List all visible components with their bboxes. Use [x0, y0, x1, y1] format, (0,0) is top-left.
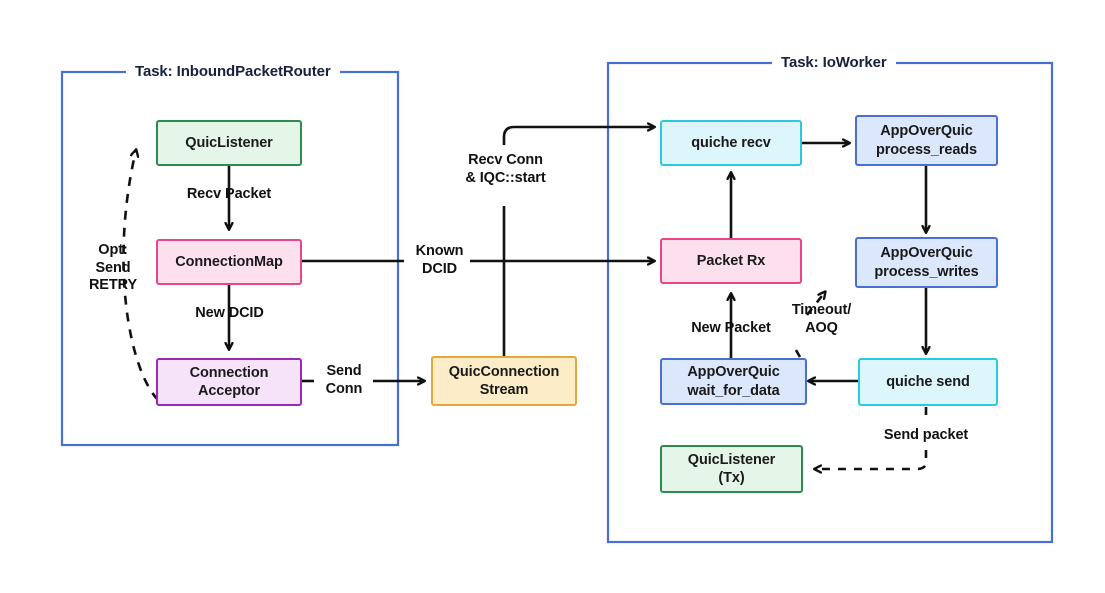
node-packet-rx[interactable]: Packet Rx	[660, 238, 802, 284]
node-quic-listener-tx[interactable]: QuicListener (Tx)	[660, 445, 803, 493]
node-quiche-send[interactable]: quiche send	[858, 358, 998, 406]
edge-label-new-dcid: New DCID	[195, 305, 264, 321]
node-process-writes[interactable]: AppOverQuic process_writes	[855, 237, 998, 288]
node-label: AppOverQuic process_reads	[875, 123, 978, 158]
node-label: Connection Acceptor	[189, 364, 269, 399]
node-label: quiche send	[886, 373, 970, 390]
node-connection-acceptor[interactable]: Connection Acceptor	[156, 358, 302, 406]
node-label: AppOverQuic wait_for_data	[687, 364, 780, 399]
edge-timeout-aoq	[791, 344, 802, 358]
node-connection-map[interactable]: ConnectionMap	[156, 239, 302, 285]
node-label: Packet Rx	[696, 252, 766, 269]
edge-timeout-aoq-head	[805, 292, 825, 316]
node-label: QuicConnection Stream	[448, 363, 560, 398]
node-label: QuicListener (Tx)	[687, 451, 776, 486]
node-quic-listener[interactable]: QuicListener	[156, 120, 302, 166]
node-wait-for-data[interactable]: AppOverQuic wait_for_data	[660, 358, 807, 405]
node-label: AppOverQuic process_writes	[874, 245, 979, 280]
edge-label-new-packet: New Packet	[691, 320, 771, 336]
node-quic-connection-stream[interactable]: QuicConnection Stream	[431, 356, 577, 406]
edge-recv-conn-iqc-start-top	[502, 127, 654, 145]
edge-send-packet	[815, 450, 928, 469]
group-title-ioworker: Task: IoWorker	[772, 54, 896, 71]
edge-label-known-dcid: Known DCID	[415, 243, 464, 277]
edge-label-send-conn: Send Conn	[325, 363, 363, 397]
edge-label-recv-conn-iqc-start: Recv Conn & IQC::start	[465, 152, 546, 186]
node-label: quiche recv	[691, 134, 771, 151]
edge-label-send-packet: Send packet	[883, 427, 969, 443]
node-quiche-recv[interactable]: quiche recv	[660, 120, 802, 166]
node-label: QuicListener	[185, 134, 273, 151]
node-label: ConnectionMap	[175, 253, 283, 270]
edge-opt-send-retry	[122, 150, 159, 401]
node-process-reads[interactable]: AppOverQuic process_reads	[855, 115, 998, 166]
edge-label-timeout-aoq: Timeout/ AOQ	[791, 302, 852, 336]
edge-label-opt-send-retry: Opt: Send RETRY	[88, 242, 138, 294]
group-title-inbound: Task: InboundPacketRouter	[126, 63, 340, 80]
edge-label-recv-packet: Recv Packet	[186, 186, 272, 202]
